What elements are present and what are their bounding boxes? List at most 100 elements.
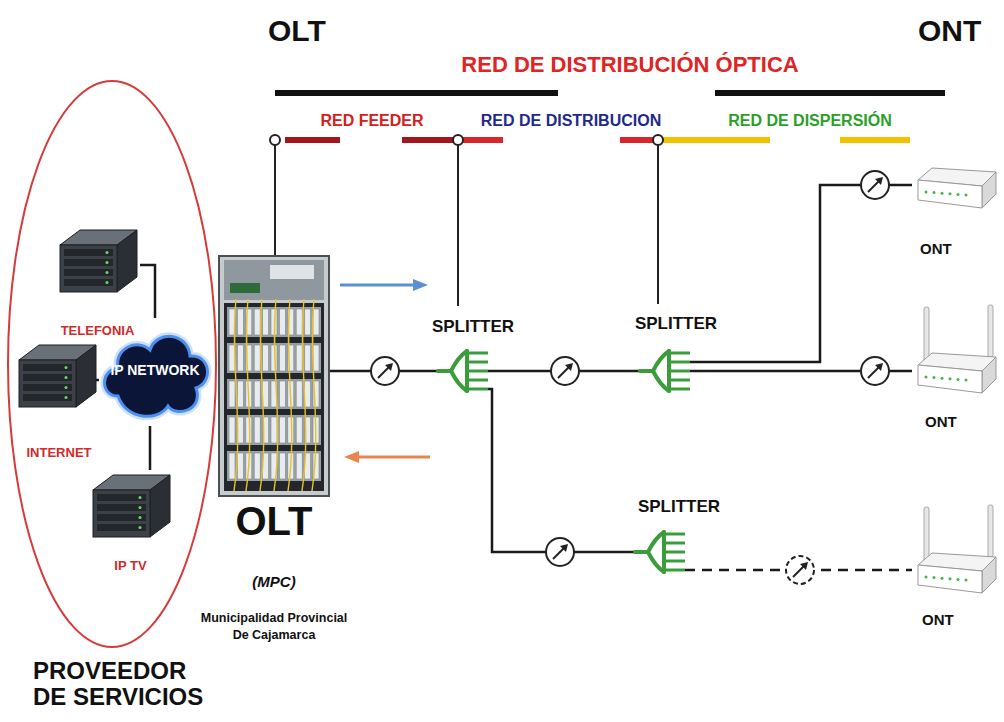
router-led [957, 378, 960, 381]
server-icon-graphic [14, 340, 99, 410]
attenuator-arrowhead [560, 544, 568, 552]
server-icon: TELEFONIA [55, 225, 140, 295]
router-side [982, 357, 996, 393]
server-side [150, 475, 170, 537]
provider-ellipse: PROVEEDOR DE SERVICIOSIP NETWORKTELEFONI… [6, 78, 218, 650]
fiber-cable [288, 299, 292, 491]
dispersion-segment [661, 137, 770, 143]
attenuator-symbol [546, 538, 574, 566]
rack-card [263, 309, 269, 335]
attenuator-arrow [553, 548, 564, 559]
attenuator-ring [861, 171, 889, 199]
splitter-label: SPLITTER [619, 497, 739, 517]
ont-router: ONT [912, 505, 998, 605]
rack-card [263, 345, 269, 371]
router-front [918, 365, 982, 393]
router-led [949, 577, 952, 580]
server-side [117, 230, 137, 292]
server-led [139, 496, 142, 499]
attenuator-arrow [378, 367, 389, 378]
server-bay [97, 494, 146, 501]
leader-line [657, 145, 659, 304]
router-led [925, 191, 928, 194]
router-led [933, 576, 936, 579]
server-icon-graphic [55, 225, 140, 295]
ont-label: ONT [925, 413, 957, 430]
rack-card [313, 309, 319, 335]
splitter-symbol-graphic [640, 347, 690, 395]
server-led [65, 386, 68, 389]
splitter-port [669, 370, 690, 373]
splitter-port [467, 361, 488, 364]
upstream-arrow [358, 456, 430, 459]
fiber-link [488, 389, 635, 552]
rack-card [296, 381, 302, 407]
attenuator-arrowhead [875, 177, 883, 185]
rack-card [271, 417, 277, 443]
rack-card [237, 309, 243, 335]
olt-rack: OLT(MPC)Municipalidad Provincial De Caja… [218, 255, 330, 497]
fiber-link [149, 426, 152, 470]
rack-card [296, 309, 302, 335]
splitter-port [664, 569, 685, 572]
segment-label: RED DE DISPERSIÓN [728, 112, 892, 130]
server-bay [97, 504, 146, 511]
splitter-port [669, 379, 690, 382]
rack-card [254, 381, 260, 407]
splitter-port [664, 560, 685, 563]
ont-router-graphic [912, 150, 998, 220]
leader-line [457, 145, 459, 306]
rack-card [305, 309, 311, 335]
olt-title: OLT [194, 499, 354, 544]
splitter-fan [451, 351, 467, 391]
attenuator-arrow [868, 367, 879, 378]
network-title: RED DE DISTRIBUCIÓN ÓPTICA [461, 52, 798, 78]
server-led [65, 366, 68, 369]
fiber-link [140, 265, 155, 318]
ont-label: ONT [920, 240, 952, 257]
splitter-fan [653, 351, 669, 391]
rack-card [279, 453, 285, 479]
splitter-port [669, 352, 690, 355]
router-front [918, 180, 982, 208]
splitter-port [467, 379, 488, 382]
server-front [19, 360, 76, 407]
splitter-label: SPLITTER [616, 314, 736, 334]
service-label: TELEFONIA [45, 323, 150, 338]
rack-card [229, 453, 235, 479]
leader-line [274, 145, 276, 255]
distribution-segment [620, 137, 655, 143]
ont-router-graphic [912, 305, 998, 405]
attenuator-ring [861, 357, 889, 385]
rack-card [254, 417, 260, 443]
ont-label: ONT [922, 611, 954, 628]
distribution-segment [461, 137, 503, 143]
feeder-segment [402, 137, 455, 143]
junction-dot [653, 135, 663, 145]
splitter-port [467, 388, 488, 391]
rack-frame [219, 256, 329, 496]
attenuator-symbol [371, 357, 399, 385]
server-bay [23, 394, 72, 401]
rack-shelf [227, 451, 321, 481]
router-antenna [988, 505, 993, 557]
fiber-link [690, 185, 912, 362]
attenuator-symbol [551, 357, 579, 385]
server-bay [64, 279, 113, 286]
attenuator-ring [371, 357, 399, 385]
splitter-port [664, 533, 685, 536]
rack-card [254, 453, 260, 479]
fiber-cable [234, 299, 238, 491]
attenuator-symbol [861, 357, 889, 385]
router-led [949, 377, 952, 380]
router-led [941, 577, 944, 580]
section-heading: OLT [268, 14, 326, 48]
server-bay [64, 269, 113, 276]
splitter-port [669, 361, 690, 364]
router-led [941, 192, 944, 195]
rack-card [237, 381, 243, 407]
server-led [139, 526, 142, 529]
cloud-label: IP NETWORK [96, 362, 214, 378]
rack-card [279, 345, 285, 371]
